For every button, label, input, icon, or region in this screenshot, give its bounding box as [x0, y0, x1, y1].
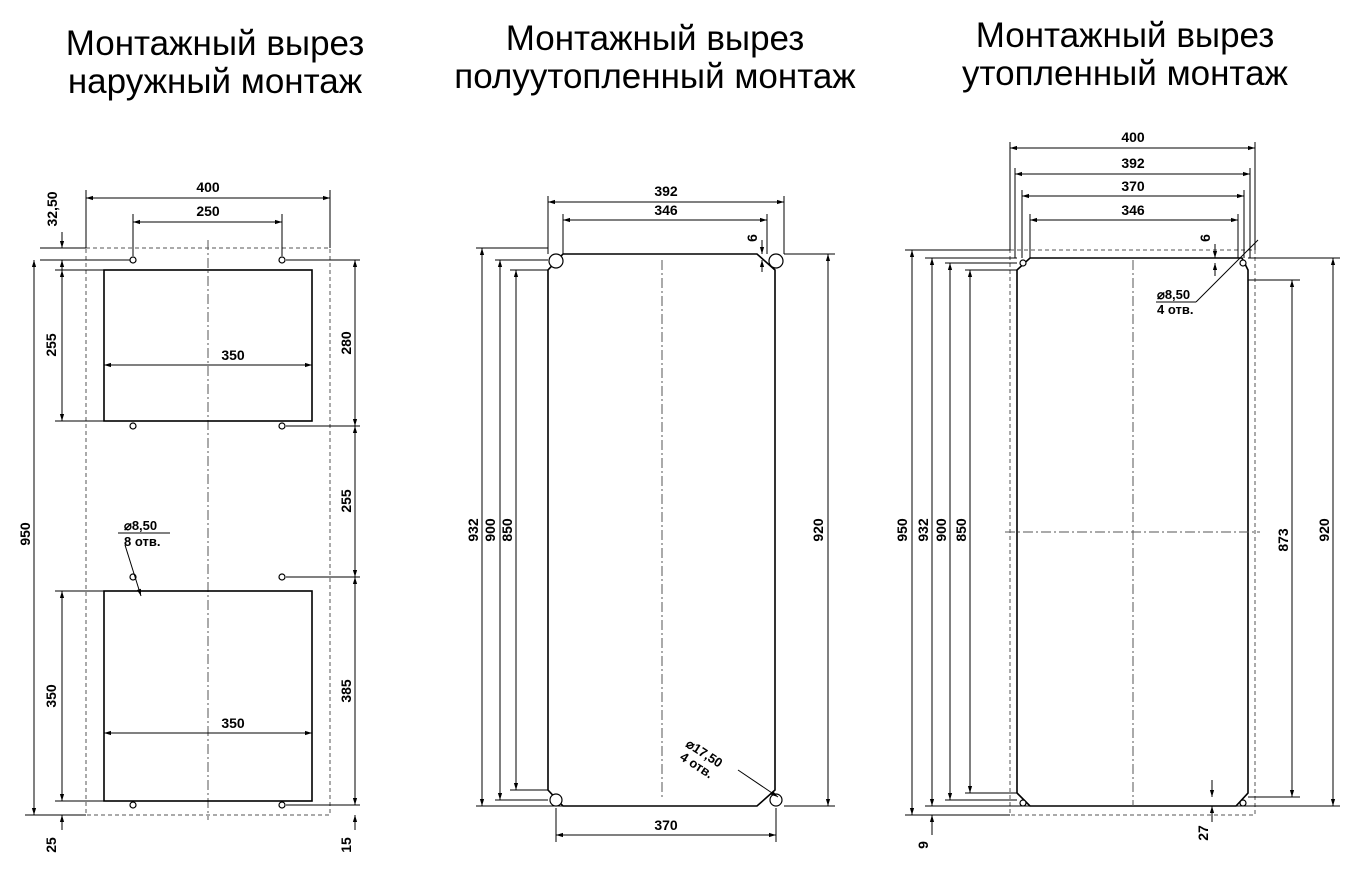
title-line-1: Монтажный вырез	[975, 16, 1275, 55]
lower-cutout	[103, 590, 313, 802]
hole-diameter-note: ⌀8,50	[1157, 287, 1190, 302]
dim-932: 932	[915, 518, 931, 542]
dim-932: 932	[465, 518, 481, 542]
dim-346: 346	[1121, 202, 1145, 218]
title-surface-mount: Монтажный вырез наружный монтаж	[20, 25, 410, 101]
dim-950: 950	[894, 518, 910, 542]
title-semi-flush-mount: Монтажный вырез полуутопленный монтаж	[430, 20, 880, 96]
dim-920: 920	[1316, 518, 1332, 542]
title-line-1: Монтажный вырез	[505, 19, 805, 58]
dim-27: 27	[1195, 825, 1211, 841]
dim-350-upper: 350	[221, 347, 245, 363]
dim-280: 280	[338, 331, 354, 355]
title-flush-mount: Монтажный вырез утопленный монтаж	[930, 17, 1320, 93]
dim-255-right: 255	[338, 489, 354, 513]
semi-flush-mount-drawing: 392 346 370 6 932 900 850 920 ⌀17,50 4 о…	[465, 183, 835, 842]
cutout-outline	[547, 253, 776, 807]
dim-920: 920	[810, 518, 826, 542]
dim-370: 370	[654, 817, 678, 833]
hole-diameter-note: ⌀8,50	[124, 518, 157, 533]
dim-950: 950	[17, 522, 33, 546]
dim-392: 392	[654, 183, 678, 199]
title-line-2: утопленный монтаж	[962, 54, 1288, 93]
dim-850: 850	[953, 518, 969, 542]
dim-850: 850	[499, 518, 515, 542]
corner-holes	[548, 253, 784, 807]
dim-15: 15	[338, 837, 354, 853]
dim-385: 385	[338, 679, 354, 703]
flush-mount-drawing: 400 392 370 346 6 950 932 900 850 873 92…	[894, 129, 1340, 849]
title-line-1: Монтажный вырез	[65, 24, 365, 63]
dim-350-left: 350	[43, 684, 59, 708]
dim-346: 346	[654, 202, 678, 218]
dim-370: 370	[1121, 178, 1145, 194]
title-line-2: наружный монтаж	[67, 62, 363, 101]
dim-900: 900	[482, 518, 498, 542]
dim-400: 400	[1121, 129, 1145, 145]
dim-25: 25	[43, 837, 59, 853]
hole-count-note: 8 отв.	[124, 534, 160, 549]
title-line-2: полуутопленный монтаж	[454, 57, 856, 96]
dim-350-lower: 350	[221, 715, 245, 731]
dim-32-50: 32,50	[44, 191, 60, 226]
upper-cutout	[103, 269, 313, 422]
dim-250: 250	[196, 203, 220, 219]
dim-392: 392	[1121, 155, 1145, 171]
hole-count-note: 4 отв.	[1157, 302, 1193, 317]
dim-6: 6	[744, 234, 760, 242]
dim-6: 6	[1197, 234, 1213, 242]
dim-900: 900	[933, 518, 949, 542]
dim-9: 9	[915, 841, 931, 849]
dim-400: 400	[196, 179, 220, 195]
surface-mount-drawing: 400 250 350 350 32,50 255 350 950 25 280…	[17, 179, 360, 853]
dim-873: 873	[1275, 528, 1291, 552]
dim-255-left: 255	[43, 333, 59, 357]
